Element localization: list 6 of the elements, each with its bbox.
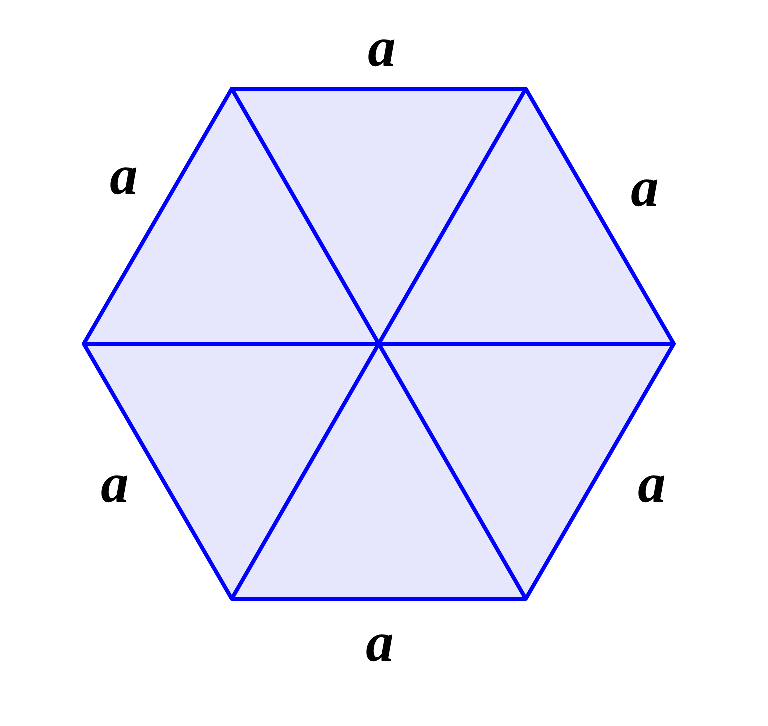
side-length-label: a	[366, 615, 394, 671]
side-length-label: a	[631, 160, 659, 216]
side-length-label: a	[638, 456, 666, 512]
side-length-label: a	[110, 148, 138, 204]
side-length-label: a	[101, 456, 129, 512]
side-length-label: a	[368, 20, 396, 76]
